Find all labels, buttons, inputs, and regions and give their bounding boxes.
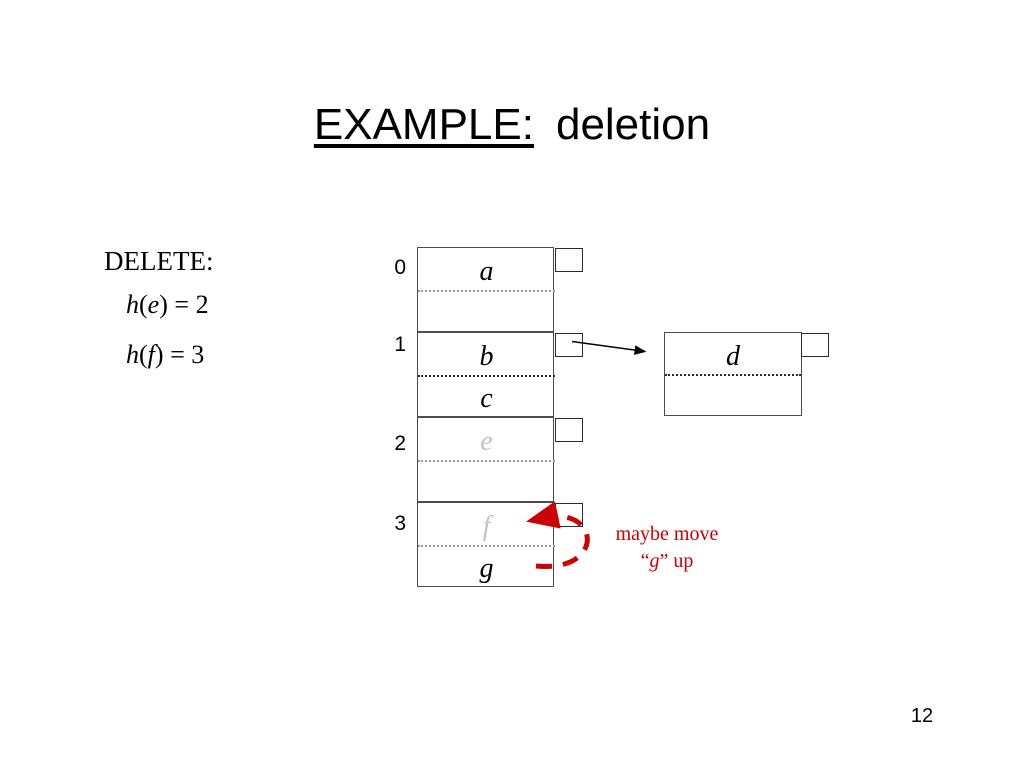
bucket-2[interactable]: e bbox=[417, 417, 583, 502]
bucket-0-overflow-pointer-box[interactable] bbox=[555, 248, 583, 272]
bucket-2-divider bbox=[418, 460, 555, 462]
hash-arg-e: e bbox=[147, 290, 160, 319]
bucket-index-2: 2 bbox=[394, 432, 406, 455]
hash-value-f: 3 bbox=[191, 340, 205, 369]
bucket-3-slot-top: f bbox=[482, 511, 491, 542]
hash-equation-f: h(f) = 3 bbox=[126, 342, 213, 368]
hash-equation-e: h(e) = 2 bbox=[126, 292, 213, 318]
bucket-2-slot-top: e bbox=[480, 426, 493, 457]
hash-arg-f: f bbox=[147, 340, 155, 369]
annotation-quote-close-up: ” up bbox=[659, 550, 694, 572]
hash-paren-open-e: ( bbox=[139, 290, 148, 319]
bucket-3-overflow-pointer-box[interactable] bbox=[555, 503, 583, 527]
annotation-text: maybe move “g” up bbox=[592, 521, 742, 575]
bucket-1-slot-bottom: c bbox=[480, 383, 493, 414]
bucket-3-divider bbox=[418, 545, 555, 547]
bucket-1-overflow-pointer-box[interactable] bbox=[555, 333, 583, 357]
annotation-line-1: maybe move bbox=[615, 523, 719, 545]
bucket-3[interactable]: f g bbox=[417, 502, 583, 587]
bucket-1[interactable]: b c bbox=[417, 332, 583, 417]
bucket-3-slot-bottom: g bbox=[479, 553, 494, 584]
bucket-1-slot-top: b bbox=[479, 341, 494, 372]
page-number: 12 bbox=[910, 705, 934, 727]
overflow-block[interactable]: d bbox=[664, 332, 829, 416]
page-title-plain: deletion bbox=[555, 100, 711, 149]
delete-label: DELETE: bbox=[104, 246, 214, 276]
hash-paren-open-f: ( bbox=[139, 340, 148, 369]
bucket-0-slot-top: a bbox=[479, 256, 494, 287]
overflow-block-pointer-box[interactable] bbox=[801, 333, 829, 357]
hash-equals-f: = bbox=[163, 340, 192, 369]
hash-paren-close-e: ) bbox=[159, 290, 168, 319]
hash-fn-symbol-e: h bbox=[126, 290, 139, 319]
page-title-underlined: EXAMPLE: bbox=[313, 100, 534, 149]
bucket-index-3: 3 bbox=[394, 512, 406, 535]
hash-table: a b c e f g bbox=[417, 247, 583, 588]
hash-paren-close-f: ) bbox=[154, 340, 164, 369]
annotation-key-g: g bbox=[649, 550, 660, 572]
overflow-slot-top: d bbox=[726, 341, 740, 372]
bucket-0[interactable]: a bbox=[417, 247, 583, 332]
hash-fn-symbol-f: h bbox=[126, 340, 139, 369]
bucket-index-1: 1 bbox=[394, 333, 406, 356]
bucket-0-divider bbox=[418, 290, 555, 292]
bucket-index-0: 0 bbox=[394, 256, 406, 279]
bucket-1-divider bbox=[418, 375, 555, 377]
hash-equals-e: = bbox=[167, 290, 196, 319]
annotation-quote-open: “ bbox=[640, 550, 650, 572]
annotation-line-2: “g” up bbox=[592, 548, 742, 575]
page-title: EXAMPLE: deletion bbox=[0, 100, 1024, 150]
delete-operations-block: DELETE: h(e) = 2 h(f) = 3 bbox=[104, 248, 213, 368]
hash-value-e: 2 bbox=[195, 290, 209, 319]
bucket-2-overflow-pointer-box[interactable] bbox=[555, 418, 583, 442]
overflow-block-divider bbox=[665, 374, 801, 376]
